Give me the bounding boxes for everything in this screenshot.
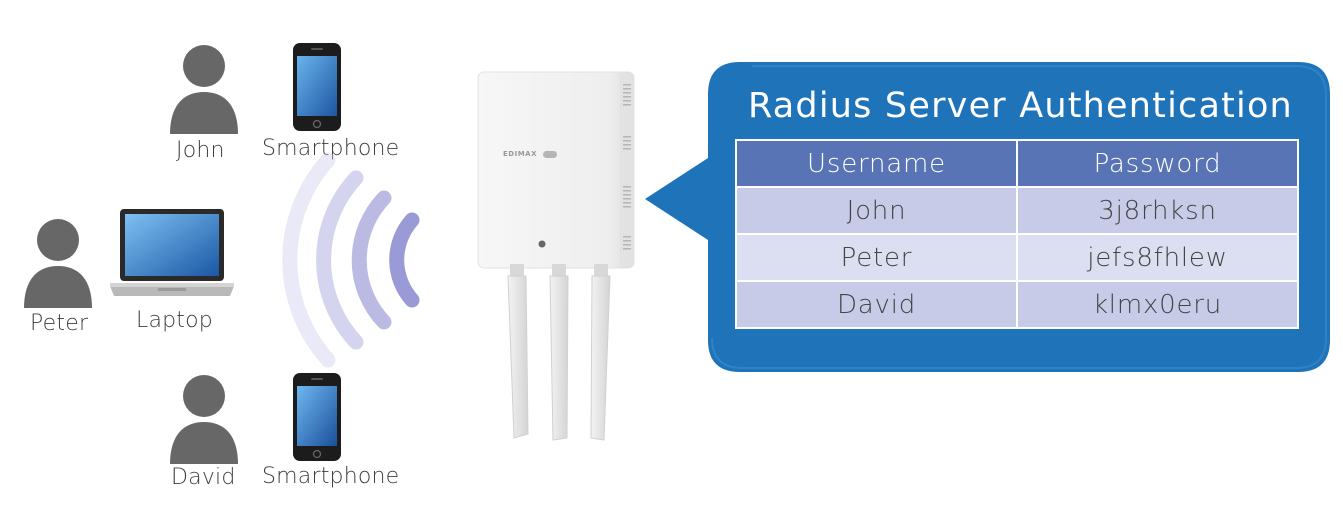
- smartphone-john-icon: [293, 43, 341, 131]
- table-row: John 3j8rhksn: [735, 186, 1299, 235]
- credentials-table: Username Password John 3j8rhksn Peter je…: [735, 139, 1299, 329]
- smartphone-david-icon: [293, 373, 341, 461]
- table-row: Peter jefs8fhlew: [735, 233, 1299, 282]
- table-header-row: Username Password: [735, 139, 1299, 188]
- callout-title: Radius Server Authentication: [748, 86, 1293, 126]
- table-row: David klmx0eru: [735, 280, 1299, 329]
- column-header-password: Password: [1016, 139, 1299, 188]
- wifi-signal-icon: [282, 152, 420, 368]
- cell-username: David: [735, 280, 1018, 329]
- access-point-logo: EDIMAX: [503, 150, 537, 158]
- label-peter: Peter: [30, 311, 89, 336]
- column-header-username: Username: [735, 139, 1018, 188]
- laptop-icon: [110, 209, 234, 296]
- person-peter-icon: [24, 219, 92, 308]
- cell-password: 3j8rhksn: [1016, 186, 1299, 235]
- label-david: David: [171, 465, 236, 490]
- person-david-icon: [170, 375, 238, 464]
- cell-username: Peter: [735, 233, 1018, 282]
- access-point-logo-badge: [543, 151, 557, 158]
- label-laptop: Laptop: [136, 308, 213, 333]
- cell-password: klmx0eru: [1016, 280, 1299, 329]
- cell-password: jefs8fhlew: [1016, 233, 1299, 282]
- label-smartphone-1: Smartphone: [262, 136, 400, 161]
- person-john-icon: [170, 45, 238, 134]
- label-john: John: [176, 138, 225, 163]
- label-smartphone-2: Smartphone: [262, 464, 400, 489]
- access-point-device: [477, 71, 635, 441]
- cell-username: John: [735, 186, 1018, 235]
